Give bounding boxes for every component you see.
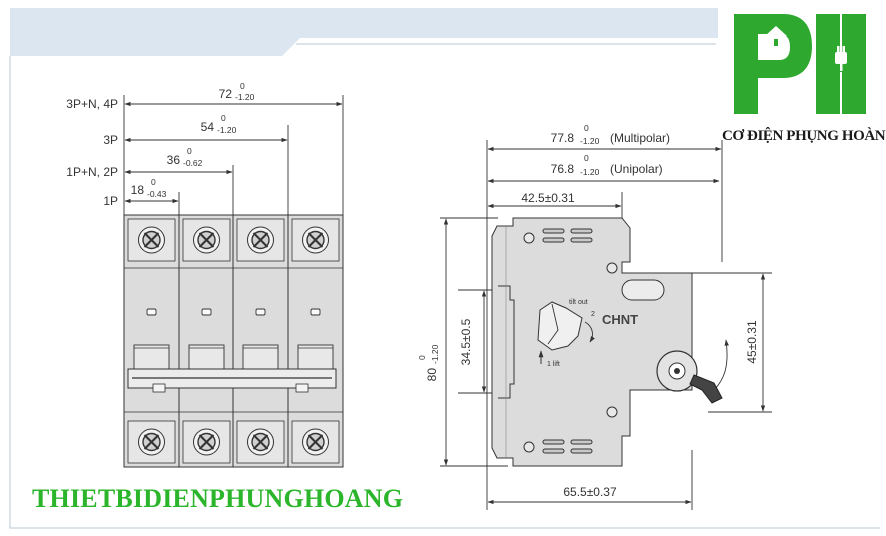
dim-upper-tol: 0 bbox=[221, 113, 226, 123]
dim-note: (Multipolar) bbox=[610, 131, 670, 145]
height-dim-80: 80 0 -1.20 bbox=[417, 344, 440, 381]
dim-upper-tol: 0 bbox=[151, 177, 156, 187]
dim-upper-tol: 0 bbox=[187, 146, 192, 156]
terminal-screw-icon bbox=[193, 226, 220, 254]
dim-lower-tol: -1.20 bbox=[580, 136, 600, 146]
breaker-pole bbox=[179, 218, 234, 464]
top-depth-dim: 42.5±0.31 bbox=[521, 191, 575, 205]
dim-lower-tol: -1.20 bbox=[580, 167, 600, 177]
bottom-depth-dim: 65.5±0.37 bbox=[563, 485, 617, 499]
row-label-2p: 1P+N, 2P bbox=[66, 165, 118, 179]
row-label-3p: 3P bbox=[103, 133, 118, 147]
dim-upper-tol: 0 bbox=[584, 153, 589, 163]
terminal-screw-icon bbox=[138, 226, 165, 254]
step-2-label: 2 bbox=[591, 311, 595, 318]
terminal-screw-icon bbox=[302, 428, 329, 456]
dim-upper-tol: 0 bbox=[417, 355, 427, 360]
dim-lower-tol: -1.20 bbox=[430, 344, 440, 364]
plug-icon bbox=[835, 46, 847, 71]
dim-upper-tol: 0 bbox=[240, 81, 245, 91]
right-height-dim: 45±0.31 bbox=[745, 320, 759, 364]
dim-nominal: 36 bbox=[167, 153, 181, 167]
dim-nominal: 72 bbox=[219, 87, 233, 101]
row-label-4p: 3P+N, 4P bbox=[66, 97, 118, 111]
dim-note: (Unipolar) bbox=[610, 162, 663, 176]
dim-upper-tol: 0 bbox=[584, 123, 589, 133]
terminal-screw-icon bbox=[193, 428, 220, 456]
dim-nominal: 18 bbox=[131, 183, 145, 197]
breaker-pole bbox=[233, 218, 288, 464]
logo-caption: CƠ ĐIỆN PHỤNG HOÀNG bbox=[722, 128, 886, 144]
ph-logo bbox=[734, 14, 866, 114]
width-dim-18: 18 0 -0.43 bbox=[131, 177, 167, 199]
header-banner bbox=[10, 8, 718, 56]
dim-lower-tol: -0.43 bbox=[147, 189, 167, 199]
dim-nominal: 76.8 bbox=[551, 162, 575, 176]
row-label-1p: 1P bbox=[103, 194, 118, 208]
depth-dim-multipolar: 77.8 0 -1.20 (Multipolar) bbox=[551, 123, 670, 146]
dim-lower-tol: -1.20 bbox=[235, 92, 255, 102]
side-view: 77.8 0 -1.20 (Multipolar) 76.8 0 -1.20 (… bbox=[417, 123, 772, 510]
house-icon bbox=[765, 26, 787, 46]
brand-mark: CHNT bbox=[602, 312, 638, 327]
terminal-screw-icon bbox=[302, 226, 329, 254]
dim-nominal: 54 bbox=[201, 120, 215, 134]
terminal-screw-icon bbox=[247, 226, 274, 254]
terminal-screw-icon bbox=[247, 428, 274, 456]
lift-label: 1 lift bbox=[547, 361, 560, 368]
dim-nominal: 80 bbox=[425, 368, 439, 382]
tilt-out-label: tilt out bbox=[569, 299, 588, 306]
logo-letter-p bbox=[734, 14, 812, 114]
width-dim-36: 36 0 -0.62 bbox=[167, 146, 203, 168]
width-dim-54: 54 0 -1.20 bbox=[201, 113, 237, 135]
breaker-pole bbox=[288, 218, 343, 464]
breaker-poles bbox=[124, 218, 343, 464]
dim-lower-tol: -0.62 bbox=[183, 158, 203, 168]
rail-height-dim: 34.5±0.5 bbox=[459, 318, 473, 365]
terminal-screw-icon bbox=[138, 428, 165, 456]
breaker-side-body bbox=[491, 217, 693, 467]
dim-nominal: 77.8 bbox=[551, 131, 575, 145]
breaker-pole bbox=[124, 218, 179, 464]
page-frame bbox=[9, 43, 880, 529]
site-watermark: THIETBIDIENPHUNGHOANG bbox=[32, 484, 404, 513]
depth-dim-unipolar: 76.8 0 -1.20 (Unipolar) bbox=[551, 153, 663, 177]
width-dim-72: 72 0 -1.20 bbox=[219, 81, 255, 102]
dim-lower-tol: -1.20 bbox=[217, 125, 237, 135]
front-view: 3P+N, 4P 3P 1P+N, 2P 1P 72 0 -1.20 54 0 … bbox=[66, 81, 344, 468]
